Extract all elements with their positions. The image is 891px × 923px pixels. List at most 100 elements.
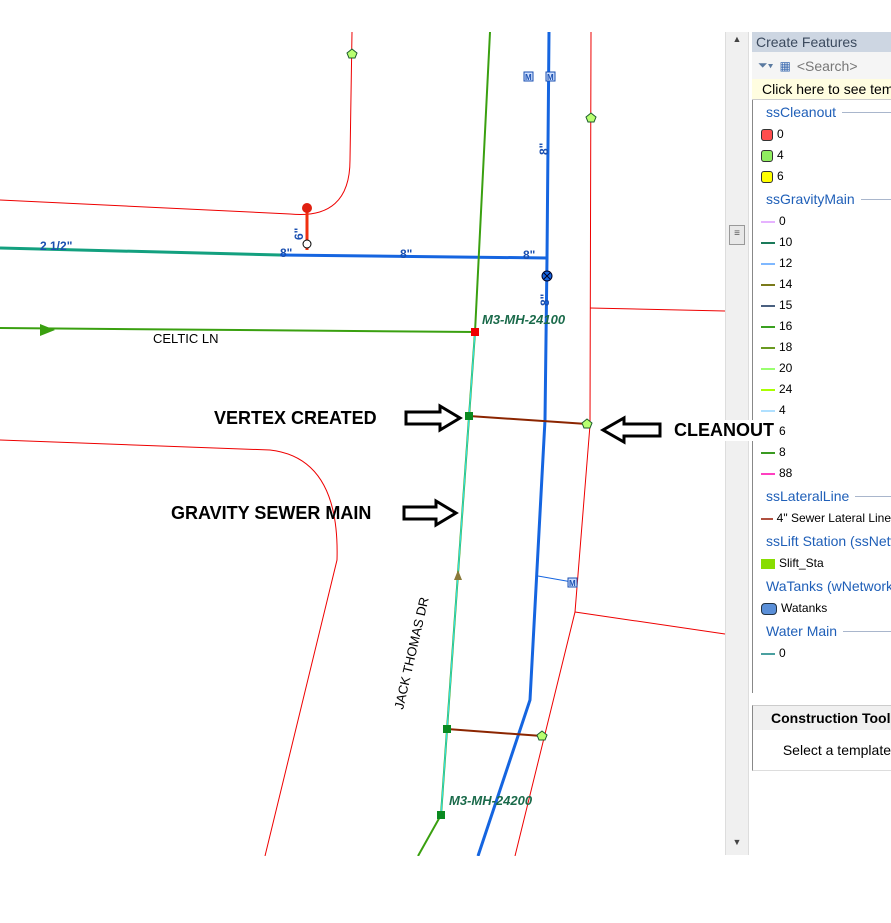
template-label: 4 <box>777 148 784 162</box>
arrow-left-icon <box>599 415 662 445</box>
pipe-size-label: 8" <box>523 248 535 262</box>
gravity-sewer-main[interactable] <box>417 31 491 856</box>
template-symbol-icon <box>761 367 775 370</box>
template-item[interactable]: 88 <box>753 463 891 484</box>
pipe-size-label: 8" <box>400 247 412 261</box>
template-label: 6 <box>779 424 786 438</box>
template-item[interactable]: 0 <box>753 211 891 232</box>
template-item[interactable]: 15 <box>753 295 891 316</box>
template-label: 4 <box>779 403 786 417</box>
service-line[interactable] <box>537 575 573 583</box>
water-main-8in[interactable] <box>279 253 548 260</box>
manhole-marker[interactable] <box>437 811 445 819</box>
pipe-size-label: 8" <box>537 143 551 155</box>
water-main-line[interactable] <box>0 246 281 257</box>
template-symbol-icon <box>761 558 775 569</box>
template-item[interactable]: 14 <box>753 274 891 295</box>
template-symbol-icon <box>761 409 775 412</box>
template-item[interactable]: 20 <box>753 358 891 379</box>
template-item[interactable]: 6 <box>753 166 891 187</box>
panel-title: Create Features <box>752 32 891 52</box>
celtic-ln-main[interactable] <box>0 327 476 333</box>
hydrant-icon[interactable] <box>302 203 312 213</box>
template-item[interactable]: 24 <box>753 379 891 400</box>
template-symbol-icon <box>761 388 775 391</box>
templates-hint[interactable]: Click here to see templates <box>752 79 891 100</box>
filter-icon[interactable]: ⏷▾ <box>758 58 774 72</box>
lateral-line[interactable] <box>468 415 588 425</box>
template-item[interactable]: 4 <box>753 400 891 421</box>
meter-icon[interactable] <box>545 71 556 82</box>
template-label: 24 <box>779 382 793 396</box>
template-symbol-icon <box>761 346 775 349</box>
scroll-up-icon[interactable]: ▲ <box>732 34 742 44</box>
create-features-panel: Create Features ⏷▾ ▦ <Search> Click here… <box>752 32 891 856</box>
template-symbol-icon <box>761 170 773 183</box>
meter-icon[interactable] <box>567 577 578 588</box>
template-label: 12 <box>779 256 793 270</box>
group-divider <box>842 111 891 113</box>
template-item[interactable]: 4 <box>753 145 891 166</box>
fitting-icon[interactable] <box>454 570 462 580</box>
template-label: 18 <box>779 340 793 354</box>
template-group-header: ssGravityMain <box>753 187 891 211</box>
vertex-marker[interactable] <box>443 725 451 733</box>
template-symbol-icon <box>761 517 773 520</box>
search-input[interactable]: <Search> <box>796 57 858 74</box>
group-divider <box>860 198 891 200</box>
template-item[interactable]: 16 <box>753 316 891 337</box>
template-item[interactable]: 0 <box>753 643 891 664</box>
meter-icon[interactable] <box>523 71 534 82</box>
group-name: ssLift Station (ssNetwork) <box>766 533 891 549</box>
map-canvas[interactable]: M M M 2 1/2" 8" 6" 8" 8" 8" 8" CELTIC LN… <box>0 0 725 856</box>
template-item[interactable]: 18 <box>753 337 891 358</box>
scroll-thumb[interactable]: ≡ <box>729 225 745 245</box>
template-symbol-icon <box>761 262 775 265</box>
template-item[interactable]: 12 <box>753 253 891 274</box>
template-label: Watanks <box>781 601 828 615</box>
template-symbol-icon <box>761 220 775 223</box>
meter-label: M <box>569 579 576 588</box>
group-name: Water Main <box>766 623 838 639</box>
annotation-vertex: VERTEX CREATED <box>214 408 377 428</box>
meter-label: M <box>525 73 532 82</box>
template-label: 15 <box>779 298 793 312</box>
template-label: 20 <box>779 361 793 375</box>
pipe-size-label: 8" <box>538 294 552 306</box>
template-label: 4" Sewer Lateral Line <box>776 511 891 525</box>
pipe-size-label: 8" <box>280 246 292 260</box>
street-label: JACK THOMAS DR <box>391 596 431 711</box>
scroll-down-icon[interactable]: ▼ <box>732 837 742 847</box>
template-item[interactable]: 4" Sewer Lateral Line <box>753 508 891 529</box>
valve-cross-icon <box>543 272 551 280</box>
valve-icon[interactable] <box>302 239 312 249</box>
map-scrollbar[interactable]: ▲ ≡ ▼ <box>725 32 749 855</box>
water-main-vertical[interactable] <box>476 31 551 856</box>
manhole-selected[interactable] <box>471 328 479 336</box>
organize-templates-icon[interactable]: ▦ <box>779 58 791 73</box>
meter-label: M <box>547 73 554 82</box>
template-label: Slift_Sta <box>779 556 824 570</box>
group-name: WaTanks (wNetwork) <box>766 578 891 594</box>
group-divider <box>843 630 891 632</box>
arrow-right-icon <box>404 403 463 433</box>
street-label: CELTIC LN <box>153 331 219 346</box>
template-item[interactable]: Watanks <box>753 598 891 619</box>
lateral-line[interactable] <box>446 728 543 737</box>
template-symbol-icon <box>761 304 775 307</box>
template-item[interactable]: 10 <box>753 232 891 253</box>
template-item[interactable]: 8 <box>753 442 891 463</box>
annotation-gravity-main: GRAVITY SEWER MAIN <box>171 503 372 523</box>
template-group-header: ssCleanout <box>753 100 891 124</box>
template-label: 6 <box>777 169 784 183</box>
template-label: 14 <box>779 277 793 291</box>
template-symbol-icon <box>761 652 775 655</box>
template-label: 0 <box>779 646 786 660</box>
template-item[interactable]: 0 <box>753 124 891 145</box>
group-name: ssLateralLine <box>766 488 850 504</box>
template-item[interactable]: Slift_Sta <box>753 553 891 574</box>
vertex-marker[interactable] <box>465 412 473 420</box>
cleanout-icon[interactable] <box>346 48 597 741</box>
template-label: 10 <box>779 235 793 249</box>
parcel-lines <box>0 31 725 856</box>
